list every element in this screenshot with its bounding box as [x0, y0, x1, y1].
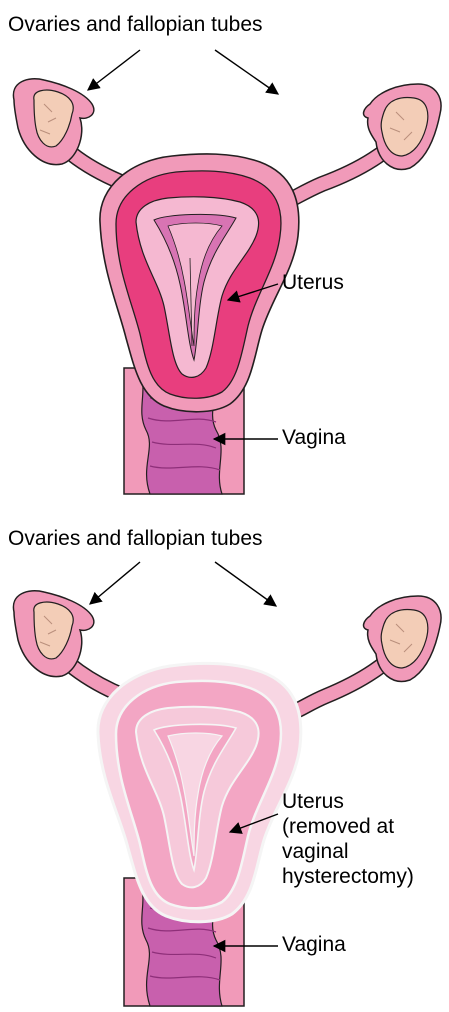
anatomy-diagram-intact: Ovaries and fallopian tubes Uterus Vagin…	[0, 0, 449, 506]
uterus-label: Uterus	[282, 270, 344, 296]
anatomy-diagram-hysterectomy: Ovaries and fallopian tubes Uterus (remo…	[0, 506, 449, 1012]
intact-uterus-illustration	[0, 0, 449, 506]
ovaries-label: Ovaries and fallopian tubes	[8, 12, 263, 38]
removed-uterus-illustration	[0, 506, 449, 1012]
ovaries-label: Ovaries and fallopian tubes	[8, 526, 263, 552]
ovary-arrow-left	[90, 562, 140, 604]
uterus-removed-line-4: hysterectomy)	[282, 864, 414, 889]
uterus-removed-label: Uterus (removed at vaginal hysterectomy)	[282, 789, 414, 889]
ovary-arrow-left	[88, 50, 140, 90]
ovary-arrow-right	[215, 562, 276, 606]
uterus-removed-line-2: (removed at	[282, 814, 414, 839]
ovary-arrow-right	[215, 50, 278, 94]
uterus-removed-line-1: Uterus	[282, 789, 414, 814]
vagina-label: Vagina	[282, 425, 346, 451]
vagina-label: Vagina	[282, 932, 346, 958]
uterus-removed-line-3: vaginal	[282, 839, 414, 864]
